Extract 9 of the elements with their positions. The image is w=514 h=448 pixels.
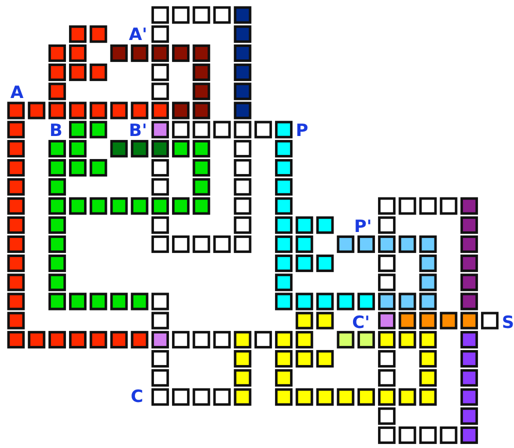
point-label: A': [128, 26, 148, 44]
point-label: A: [10, 84, 24, 102]
point-label: C': [352, 314, 370, 332]
point-label: B': [128, 122, 148, 140]
point-label: S: [502, 314, 514, 332]
point-label: C: [130, 388, 144, 406]
point-label: P': [354, 218, 372, 236]
point-label: B: [50, 122, 62, 140]
point-label: P: [296, 122, 308, 140]
